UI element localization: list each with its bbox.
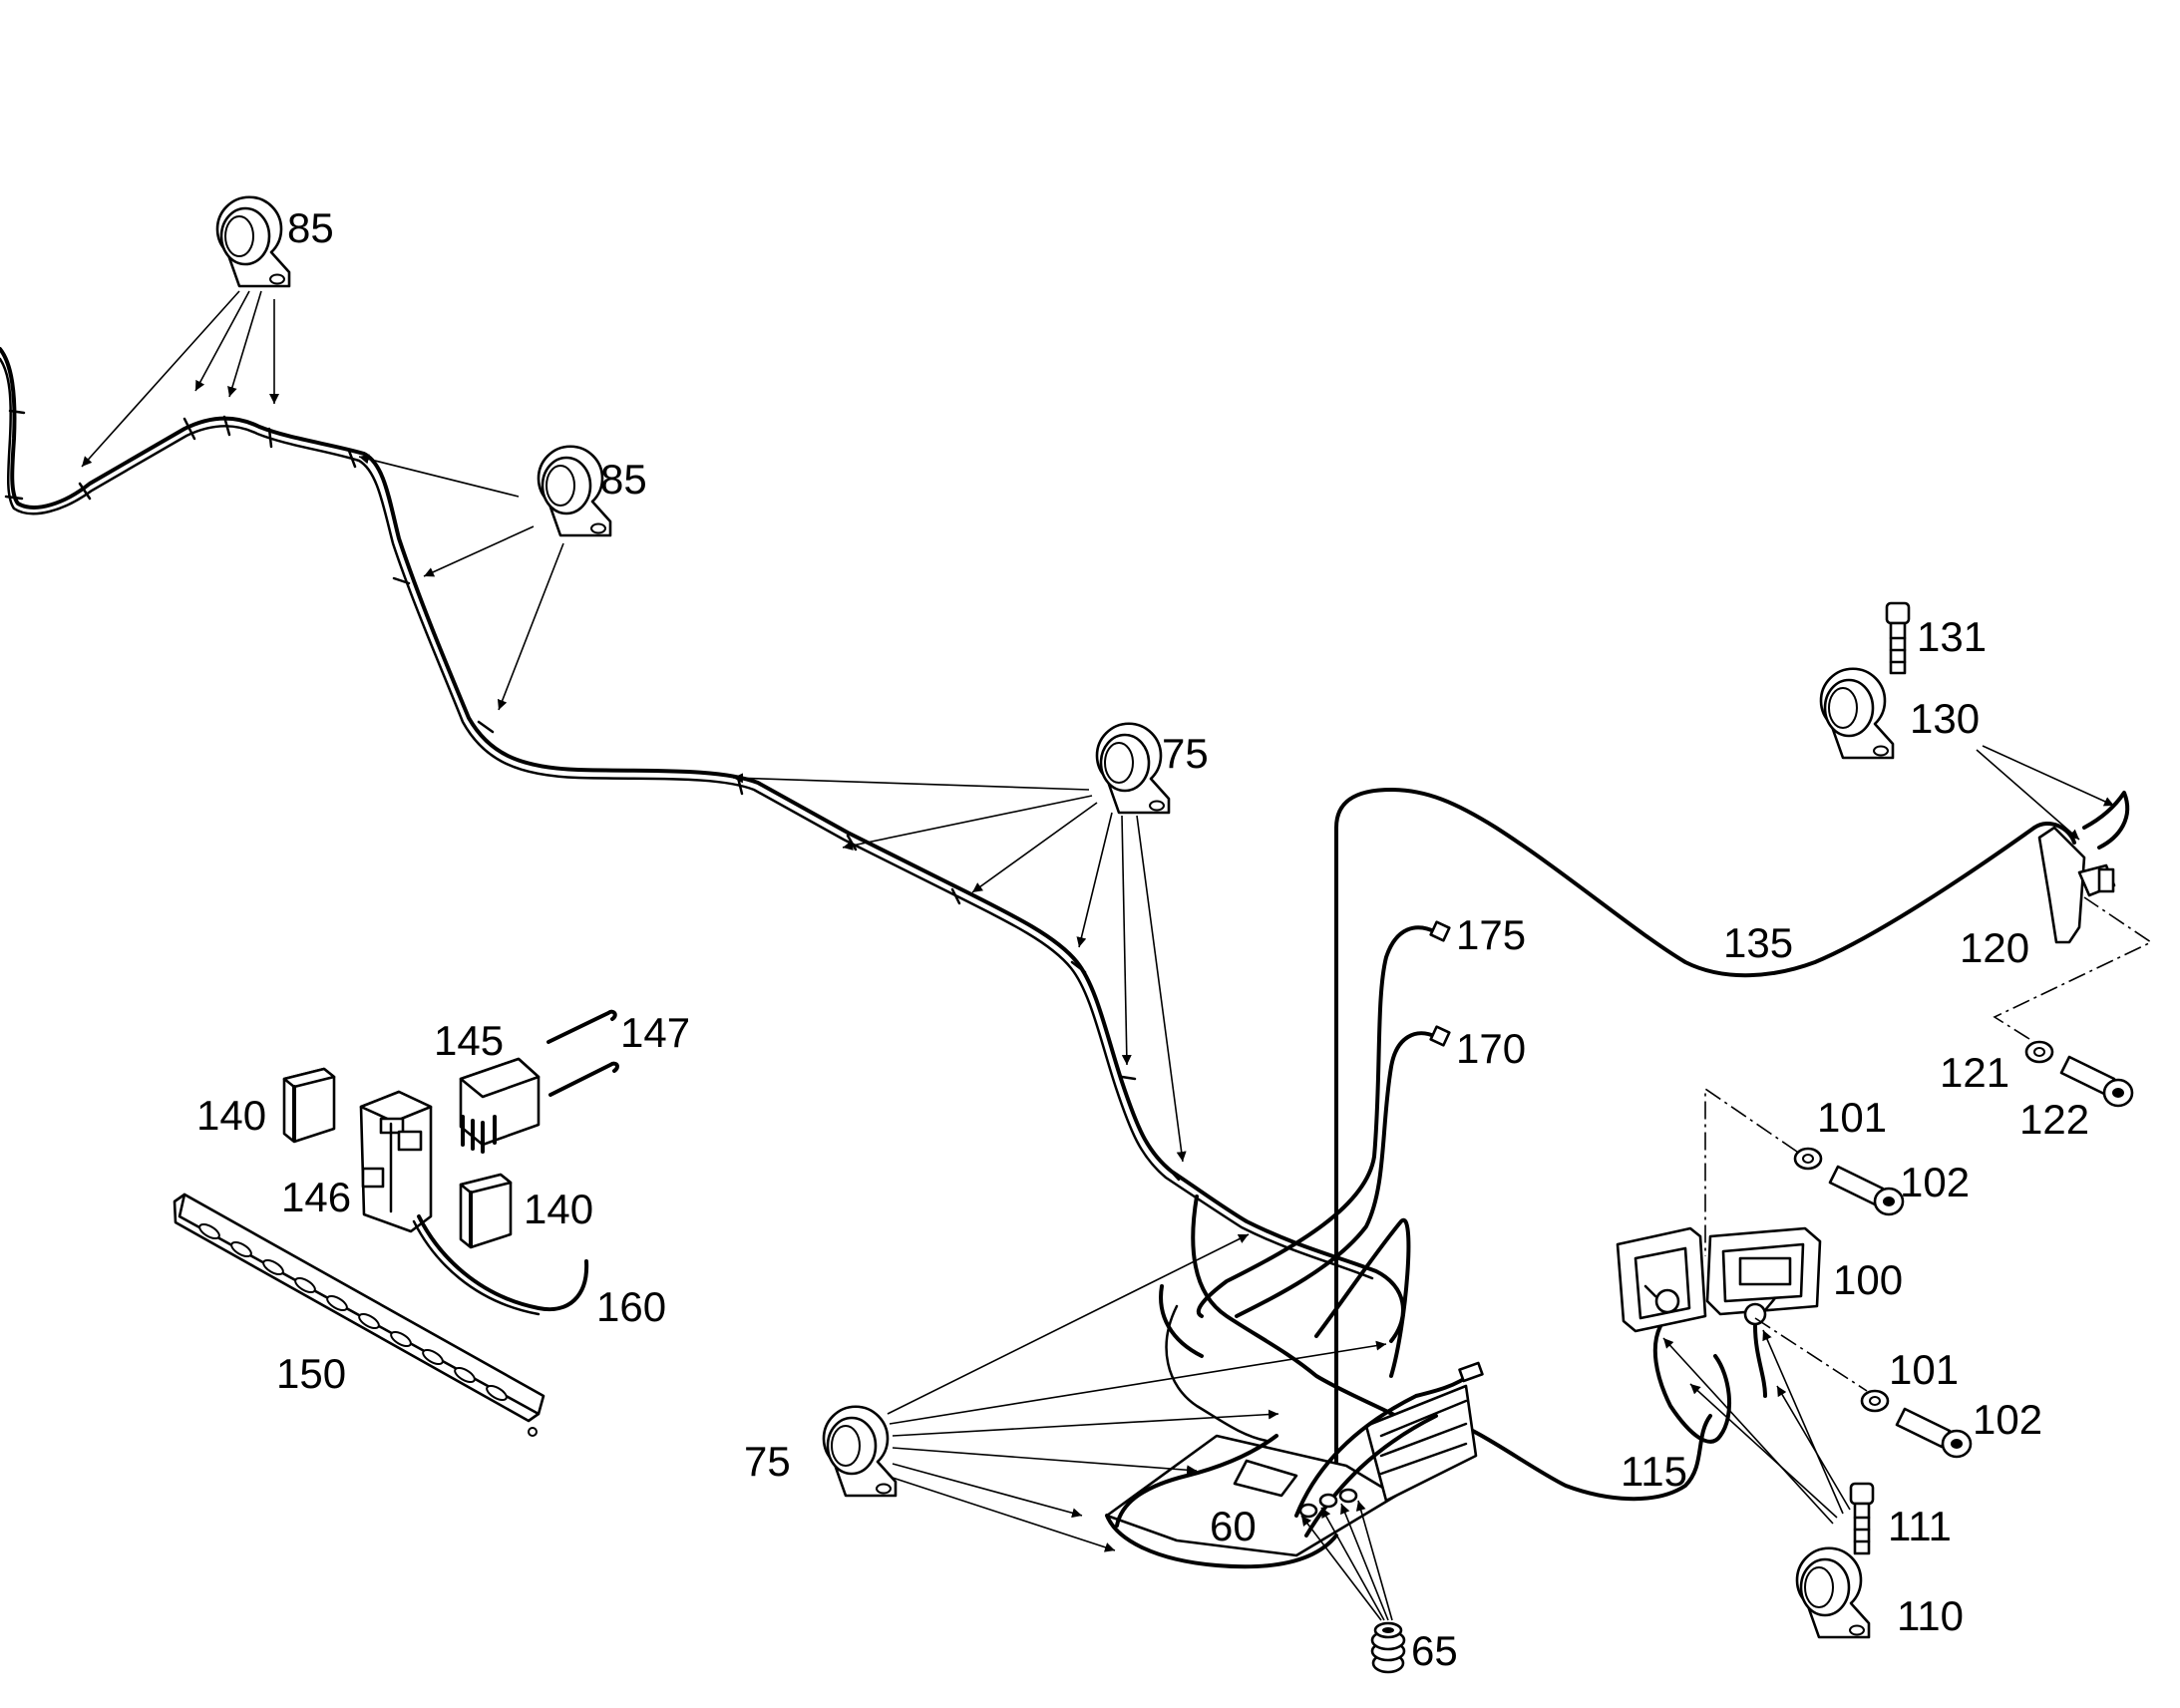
callout-102-upper: 102 xyxy=(1900,1159,1970,1205)
screw-102-upper xyxy=(1828,1165,1905,1216)
callout-140-left: 140 xyxy=(196,1092,266,1139)
callout-130: 130 xyxy=(1910,695,1980,742)
callout-122: 122 xyxy=(2019,1096,2089,1143)
cables-175-170 xyxy=(1196,920,1451,1318)
callout-147: 147 xyxy=(620,1009,690,1056)
callout-75-upper: 75 xyxy=(1162,730,1209,777)
cable-160 xyxy=(412,1214,589,1316)
clamp-110 xyxy=(1795,1546,1871,1639)
washer-121 xyxy=(2024,1040,2054,1064)
relay-socket-146 xyxy=(359,1090,433,1233)
callout-131: 131 xyxy=(1917,613,1987,660)
callout-121: 121 xyxy=(1940,1049,2009,1096)
washer-101-lower xyxy=(1860,1389,1890,1413)
lamp-100 xyxy=(1616,1226,1822,1333)
callout-85-upper: 85 xyxy=(287,204,334,251)
cable-135 xyxy=(1334,788,2036,1503)
callout-110: 110 xyxy=(1897,1592,1964,1639)
end-clamp-140-left xyxy=(282,1067,336,1144)
callout-60: 60 xyxy=(1210,1503,1257,1549)
callout-102-lower: 102 xyxy=(1973,1396,2042,1443)
clamp-85-upper xyxy=(215,195,291,288)
screw-111 xyxy=(1849,1482,1875,1555)
callout-120: 120 xyxy=(1960,924,2029,971)
mount-plate-60 xyxy=(1105,1284,1484,1569)
callout-160: 160 xyxy=(596,1283,666,1330)
sensor-bracket-120 xyxy=(2032,791,2130,944)
clamp-75-upper xyxy=(1095,722,1171,815)
din-rail-150 xyxy=(173,1193,545,1437)
callout-145: 145 xyxy=(434,1017,504,1064)
callout-111: 111 xyxy=(1888,1503,1952,1549)
main-cable-harness xyxy=(0,347,1411,1418)
callout-135: 135 xyxy=(1723,919,1793,966)
callout-85-lower: 85 xyxy=(600,456,647,503)
end-clamp-140-right xyxy=(459,1173,513,1249)
callout-150: 150 xyxy=(276,1350,346,1397)
clamp-75-lower xyxy=(822,1405,898,1498)
relay-145 xyxy=(459,1057,541,1154)
callout-140-right: 140 xyxy=(524,1186,593,1232)
callout-100: 100 xyxy=(1833,1256,1903,1303)
callout-65: 65 xyxy=(1411,1627,1458,1674)
leader-lines xyxy=(81,290,2153,1621)
callout-101-upper: 101 xyxy=(1817,1094,1887,1141)
callout-170: 170 xyxy=(1456,1025,1526,1072)
washer-101-upper xyxy=(1793,1147,1823,1171)
callout-175: 175 xyxy=(1456,911,1526,958)
callout-146: 146 xyxy=(281,1174,351,1220)
clamp-130 xyxy=(1819,667,1895,760)
callout-75-lower: 75 xyxy=(744,1438,791,1485)
callout-115: 115 xyxy=(1621,1448,1687,1495)
screw-131 xyxy=(1885,601,1911,675)
jumper-147 xyxy=(546,1009,619,1097)
callout-101-lower: 101 xyxy=(1889,1346,1959,1393)
cable-115 xyxy=(1434,1324,1767,1502)
grommet-65 xyxy=(1370,1621,1406,1674)
screw-102-lower xyxy=(1895,1407,1973,1459)
screw-122 xyxy=(2059,1055,2134,1108)
